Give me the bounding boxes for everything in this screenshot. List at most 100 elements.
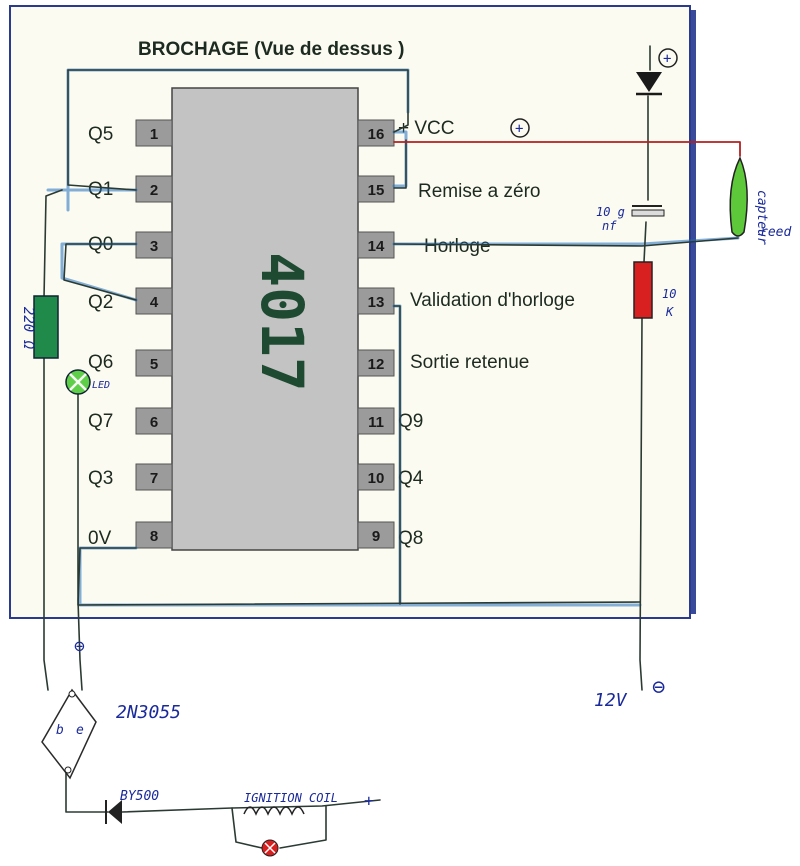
pin-6: 6 Q7 [88, 407, 173, 435]
transistor-e-label: e [76, 723, 84, 738]
capacitor [631, 205, 665, 217]
diode-label: BY500 [120, 789, 159, 804]
diode-top [636, 72, 662, 92]
plus-top: + [663, 51, 671, 67]
wire-top-loop [67, 69, 409, 133]
pin-13-number: 13 [368, 294, 385, 311]
pin-10-label: Q4 [398, 468, 424, 489]
pin-1: 1 Q5 [88, 119, 173, 147]
capacitor-value: 10 g [596, 205, 625, 219]
pin-16: 16 + VCC [357, 118, 455, 147]
supply-label: 12V [594, 690, 628, 711]
diagram-title: BROCHAGE (Vue de dessus ) [138, 39, 404, 60]
pin-8-label: 0V [88, 528, 112, 549]
reed-label: capteur [754, 190, 769, 245]
wire-q0-q2 [63, 243, 137, 301]
resistor-right [633, 261, 653, 319]
led-label: LED [92, 380, 110, 391]
wire-16-15 [393, 139, 407, 189]
pin-4: 4 Q2 [88, 287, 173, 315]
pin-3-number: 3 [150, 238, 158, 255]
wire-ground-rail [77, 547, 641, 606]
pin-10-number: 10 [368, 470, 385, 487]
wire-q1-resistor [43, 189, 63, 299]
pin-15: 15 Remise a zéro [357, 175, 541, 203]
pin-6-label: Q7 [88, 411, 113, 432]
reed-label-2: reed [760, 225, 791, 240]
plus-top-circle [658, 48, 678, 68]
pin-16-label: + VCC [398, 118, 455, 139]
pin-1-label: Q5 [88, 124, 113, 145]
wire-vcc-red [393, 141, 741, 157]
wires [43, 45, 741, 849]
pin-5-label: Q6 [88, 352, 113, 373]
coil-label: IGNITION COIL [244, 791, 338, 805]
chip-name: 4017 [248, 252, 316, 392]
right-pins: 16 + VCC 15 Remise a zéro 14 Horloge 13 Vali… [357, 118, 575, 549]
pin-11-number: 11 [368, 414, 384, 431]
capacitor-unit: nf [602, 219, 617, 233]
pin-5: 5 Q6 [88, 349, 173, 377]
wire-q5-q1 [67, 69, 137, 191]
resistor-left-label: 220 Ω [20, 307, 36, 350]
pin-8-number: 8 [150, 528, 158, 545]
minus-supply: ⊖ [652, 675, 665, 700]
resistor-right-unit: K [665, 305, 674, 319]
wire-coil-box [231, 805, 327, 849]
pin-9-number: 9 [372, 528, 380, 545]
pin-3: 3Q0 [88, 231, 173, 259]
plus-vcc: + [515, 121, 523, 137]
pin-14-label: Horloge [424, 236, 491, 257]
capacitor-label: 10 g nf [596, 205, 632, 233]
pin-6-number: 6 [150, 414, 158, 431]
plus-vcc-circle [510, 118, 530, 138]
pin-4-number: 4 [150, 294, 159, 311]
wire-diode-coil [121, 799, 381, 813]
pin-12-label: Sortie retenue [410, 352, 529, 373]
transistor-label: 2N3055 [116, 702, 181, 723]
transistor: b e [41, 688, 97, 780]
pin-14: 14 Horloge [357, 231, 491, 259]
pin-16-number: 16 [368, 126, 385, 143]
pin-7-label: Q3 [88, 468, 113, 489]
wire-emitter [65, 767, 109, 813]
pin-7-number: 7 [150, 470, 158, 487]
pin-7: 7 Q3 [88, 463, 173, 491]
pin-4-label: Q2 [88, 292, 113, 313]
reed-label-line1: capteur [754, 190, 769, 245]
resistor-right-value: 10 [662, 287, 676, 301]
pin-13-label: Validation d'horloge [410, 290, 575, 311]
pin-13: 13 Validation d'horloge [357, 287, 575, 315]
wire-clock [393, 237, 739, 247]
resistor-left [33, 295, 59, 359]
pin-14-number: 14 [368, 238, 385, 255]
pin-12-number: 12 [368, 356, 385, 373]
wire-resistor-down [43, 357, 49, 691]
pin-5-number: 5 [150, 356, 158, 373]
pin-10: 10 Q4 [357, 463, 424, 491]
transistor-b-label: b [56, 723, 64, 738]
pin-15-label: Remise a zéro [418, 181, 541, 202]
pin-1-number: 1 [150, 126, 158, 143]
minus-left: ⊖ [74, 636, 85, 657]
pin-11: 11 Q9 [357, 407, 423, 435]
wire-supply-cap [643, 221, 647, 263]
pin-2-number: 2 [150, 182, 158, 199]
ignition-coil [243, 806, 305, 857]
wire-led-down [77, 393, 83, 691]
diode [105, 800, 122, 824]
resistor-right-label: 10 K [662, 287, 684, 319]
chip-body [171, 87, 359, 551]
reed-sensor [729, 156, 748, 237]
pin-11-label: Q9 [398, 411, 423, 432]
wire-13-ground [393, 305, 401, 605]
pin-15-number: 15 [368, 182, 385, 199]
led-cross [69, 373, 87, 391]
coil-plus: + [364, 791, 374, 810]
pin-8: 8 0V [88, 521, 173, 549]
wire-supply-low [639, 317, 643, 691]
pin-12: 12 Sortie retenue [357, 349, 529, 377]
